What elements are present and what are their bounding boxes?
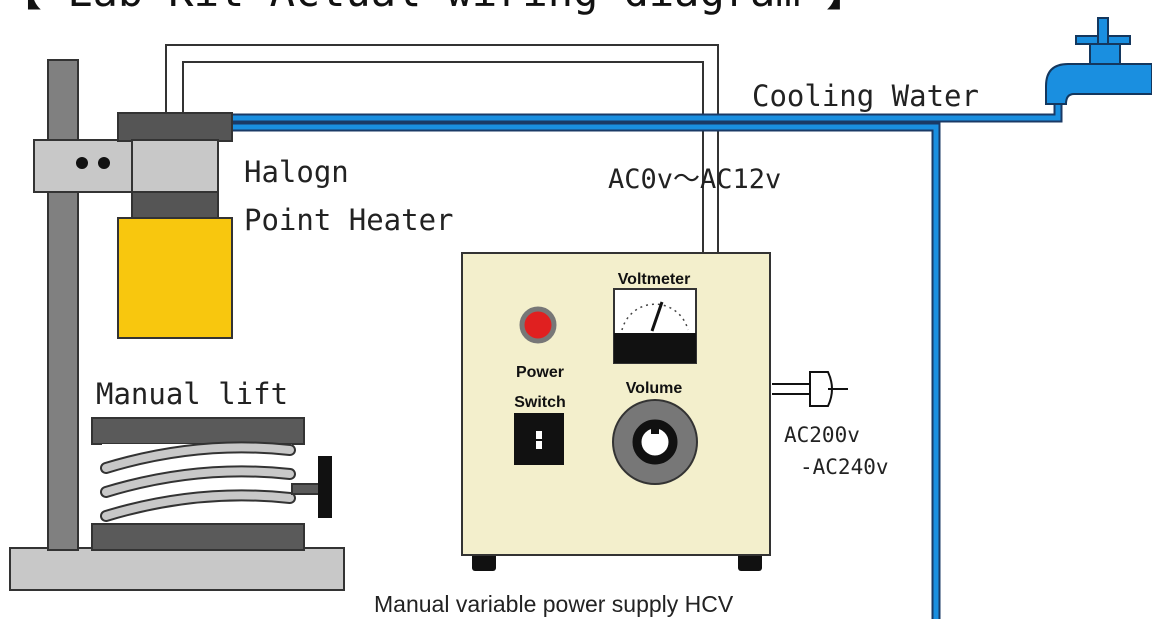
- stand-pole: [47, 59, 79, 551]
- ac-input-label-line1: AC200v: [784, 423, 860, 447]
- ac-output-label: AC0v～AC12v: [608, 164, 781, 195]
- manual-lift: [91, 417, 332, 551]
- voltmeter: [613, 288, 697, 364]
- volume-knob[interactable]: [612, 399, 698, 485]
- volume-label: Volume: [626, 380, 683, 397]
- heater-label-line2: Point Heater: [244, 203, 454, 237]
- stand-base: [9, 547, 345, 591]
- halogen-heater: [117, 112, 233, 339]
- power-switch-label-line2: Switch: [514, 394, 566, 411]
- heater-label-line1: Halogn: [244, 155, 349, 189]
- ac-input-label-line2: -AC240v: [800, 455, 889, 479]
- diagram-title: 【 Lab Kit Actual wiring diagram 】: [0, 0, 868, 16]
- power-lamp-icon: [519, 306, 557, 344]
- water-tap-icon: [1045, 17, 1152, 105]
- cooling-water-label: Cooling Water: [752, 79, 979, 113]
- power-cable: [165, 44, 719, 253]
- voltmeter-label: Voltmeter: [618, 271, 691, 288]
- plug-icon: [772, 371, 848, 407]
- power-switch[interactable]: [514, 413, 564, 465]
- power-supply-caption: Manual variable power supply HCV: [374, 591, 734, 617]
- power-switch-label-line1: Power: [516, 364, 564, 381]
- manual-lift-label: Manual lift: [96, 377, 288, 411]
